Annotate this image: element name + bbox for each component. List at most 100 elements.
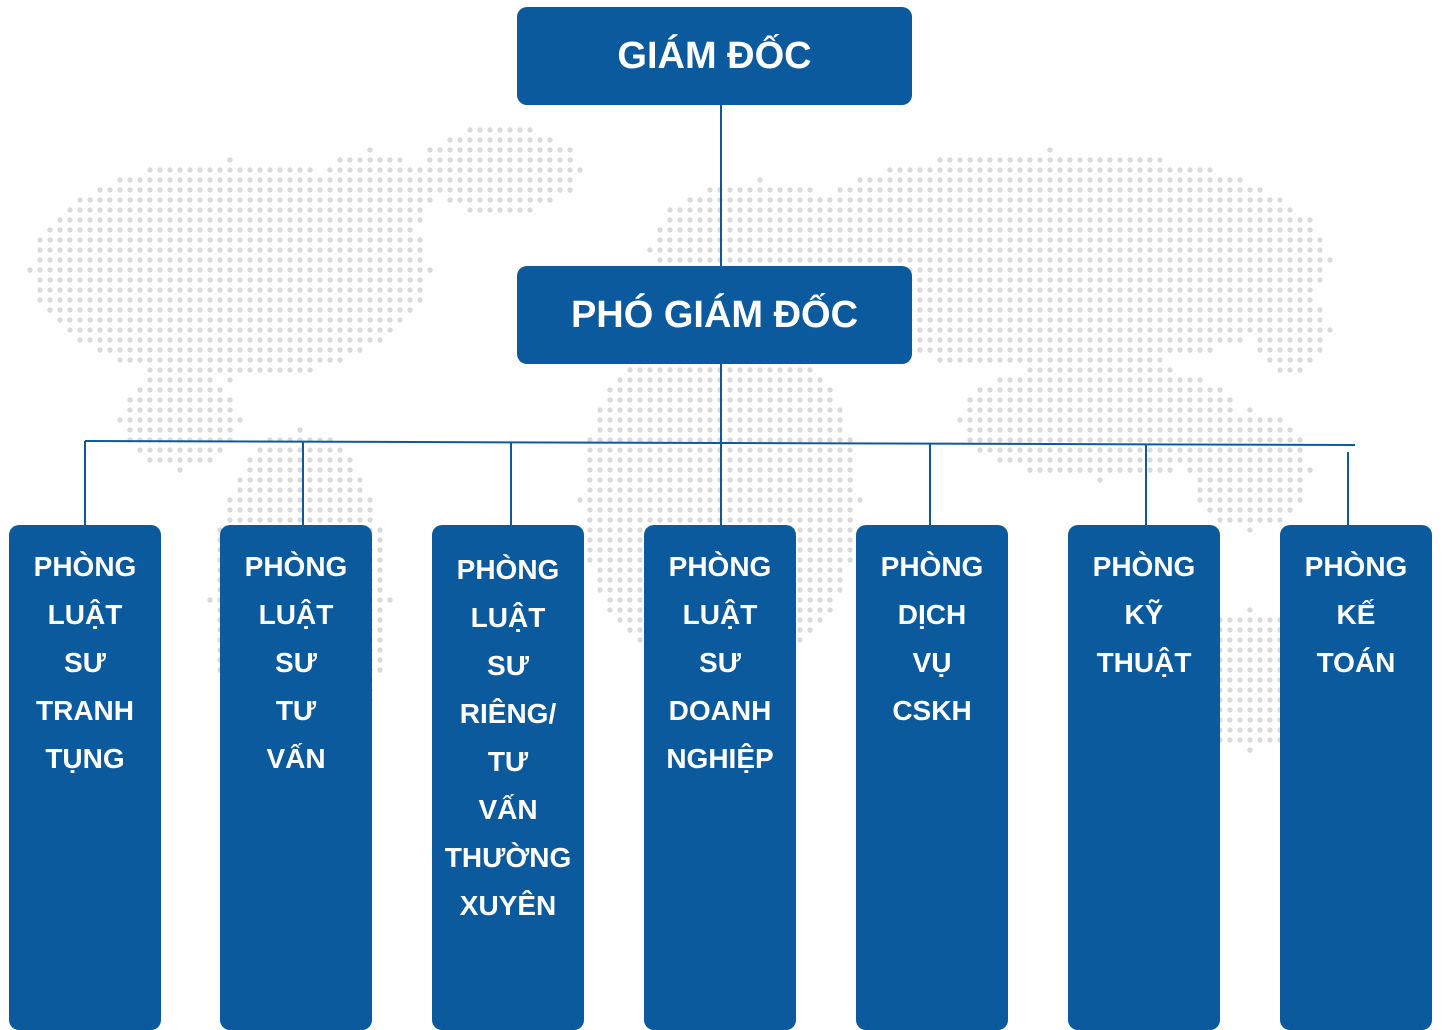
- map-dot: [1237, 277, 1243, 283]
- map-dot: [257, 237, 263, 243]
- map-dot: [1137, 327, 1143, 333]
- map-dot: [687, 407, 693, 413]
- map-dot: [277, 357, 283, 363]
- map-dot: [447, 197, 453, 203]
- map-dot: [407, 237, 413, 243]
- map-dot: [1107, 427, 1113, 433]
- map-dot: [1077, 207, 1083, 213]
- map-dot: [477, 127, 483, 133]
- map-dot: [317, 217, 323, 223]
- map-dot: [657, 367, 663, 373]
- map-dot: [1257, 507, 1263, 513]
- map-dot: [317, 187, 323, 193]
- map-dot: [1077, 467, 1083, 473]
- map-dot: [767, 207, 773, 213]
- map-dot: [1087, 217, 1093, 223]
- map-dot: [877, 237, 883, 243]
- map-dot: [817, 407, 823, 413]
- map-dot: [97, 287, 103, 293]
- map-dot: [1257, 297, 1263, 303]
- map-dot: [1327, 257, 1333, 263]
- map-dot: [1197, 447, 1203, 453]
- map-dot: [1137, 417, 1143, 423]
- map-dot: [247, 477, 253, 483]
- map-dot: [797, 367, 803, 373]
- map-dot: [747, 477, 753, 483]
- map-dot: [217, 407, 223, 413]
- map-dot: [1307, 267, 1313, 273]
- map-dot: [1067, 357, 1073, 363]
- map-dot: [1267, 217, 1273, 223]
- map-dot: [397, 247, 403, 253]
- map-dot: [807, 497, 813, 503]
- map-dot: [477, 177, 483, 183]
- map-dot: [967, 327, 973, 333]
- map-dot: [1027, 377, 1033, 383]
- map-dot: [147, 197, 153, 203]
- map-dot: [1197, 217, 1203, 223]
- map-dot: [947, 277, 953, 283]
- map-dot: [167, 357, 173, 363]
- map-dot: [1027, 237, 1033, 243]
- map-dot: [507, 167, 513, 173]
- map-dot: [1007, 377, 1013, 383]
- map-dot: [527, 187, 533, 193]
- map-dot: [67, 247, 73, 253]
- map-dot: [77, 237, 83, 243]
- map-dot: [937, 347, 943, 353]
- map-dot: [1127, 407, 1133, 413]
- map-dot: [267, 297, 273, 303]
- map-dot: [67, 317, 73, 323]
- map-dot: [137, 327, 143, 333]
- map-dot: [1077, 297, 1083, 303]
- map-dot: [837, 407, 843, 413]
- map-dot: [617, 487, 623, 493]
- map-dot: [357, 297, 363, 303]
- map-dot: [247, 357, 253, 363]
- map-dot: [807, 397, 813, 403]
- map-dot: [317, 197, 323, 203]
- map-dot: [1297, 347, 1303, 353]
- map-dot: [1067, 397, 1073, 403]
- map-dot: [967, 437, 973, 443]
- map-dot: [987, 387, 993, 393]
- map-dot: [317, 207, 323, 213]
- map-dot: [1047, 147, 1053, 153]
- map-dot: [1167, 267, 1173, 273]
- map-dot: [387, 237, 393, 243]
- map-dot: [747, 407, 753, 413]
- map-dot: [667, 427, 673, 433]
- map-dot: [1097, 197, 1103, 203]
- map-dot: [287, 307, 293, 313]
- map-dot: [1157, 257, 1163, 263]
- map-dot: [1167, 437, 1173, 443]
- map-dot: [27, 267, 33, 273]
- map-dot: [797, 487, 803, 493]
- map-dot: [1297, 277, 1303, 283]
- map-dot: [357, 217, 363, 223]
- map-dot: [47, 227, 53, 233]
- map-dot: [317, 267, 323, 273]
- map-dot: [1087, 357, 1093, 363]
- map-dot: [1197, 497, 1203, 503]
- map-dot: [1077, 407, 1083, 413]
- map-dot: [1067, 417, 1073, 423]
- map-dot: [697, 397, 703, 403]
- map-dot: [1157, 467, 1163, 473]
- map-dot: [287, 207, 293, 213]
- map-dot: [177, 377, 183, 383]
- map-dot: [347, 287, 353, 293]
- map-dot: [847, 227, 853, 233]
- map-dot: [317, 477, 323, 483]
- map-dot: [1027, 157, 1033, 163]
- map-dot: [807, 237, 813, 243]
- map-dot: [1157, 337, 1163, 343]
- map-dot: [857, 257, 863, 263]
- map-dot: [897, 177, 903, 183]
- map-dot: [907, 227, 913, 233]
- map-dot: [367, 207, 373, 213]
- map-dot: [1047, 277, 1053, 283]
- map-dot: [707, 217, 713, 223]
- map-dot: [97, 227, 103, 233]
- map-dot: [1227, 337, 1233, 343]
